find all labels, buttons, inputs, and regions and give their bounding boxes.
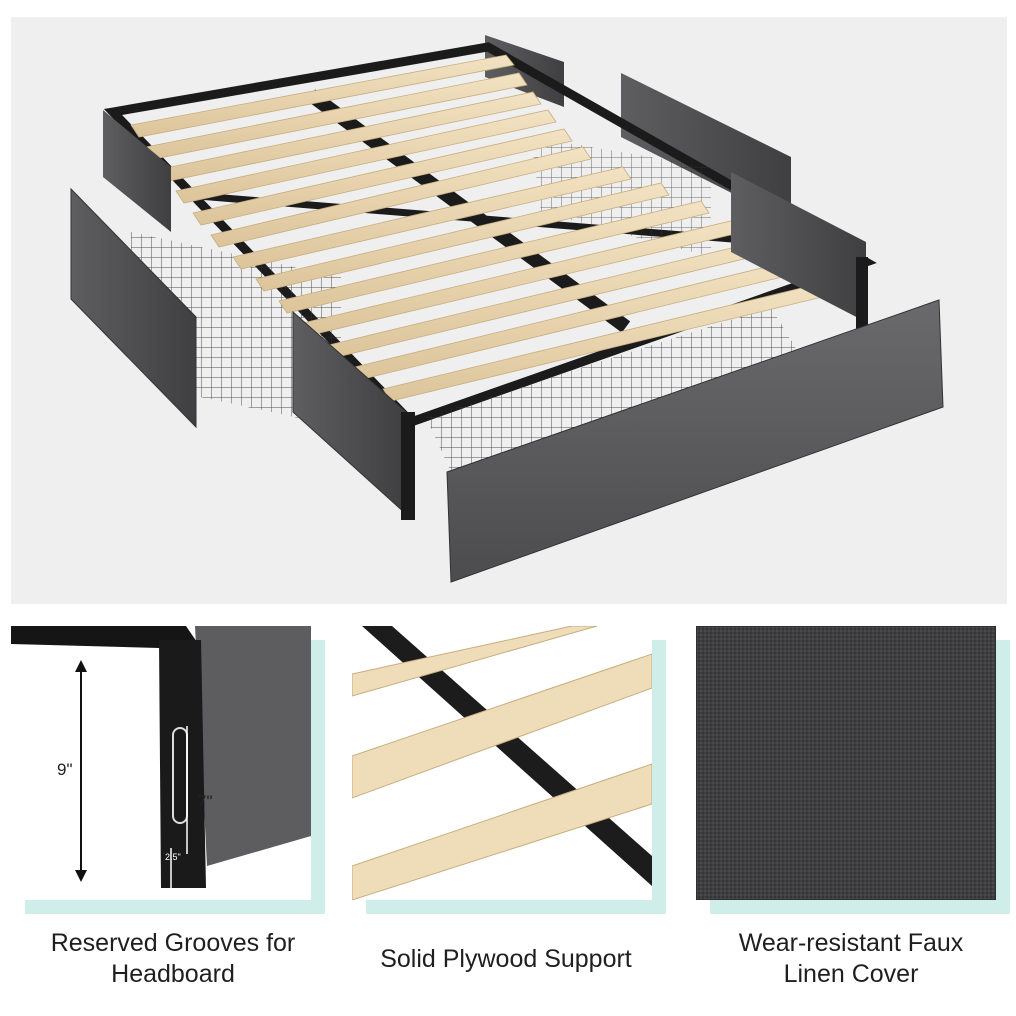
caption-plywood-line1: Solid Plywood Support: [380, 945, 632, 973]
caption-linen-line2: Linen Cover: [783, 960, 919, 988]
feature-panel-grooves: 9" 7" 2.5": [11, 626, 325, 914]
feature-panel-plywood: [352, 626, 666, 914]
groove-dimension-label: 7": [197, 792, 213, 811]
caption-linen-line1: Wear-resistant Faux: [738, 929, 964, 957]
slat-detail-image: [352, 626, 652, 900]
bed-frame-product-image: [11, 17, 1007, 604]
height-dimension-label: 9": [57, 760, 73, 779]
caption-plywood: Solid Plywood Support: [341, 944, 671, 975]
feature-panel-linen: [696, 626, 1010, 914]
linen-swatch-image: [696, 626, 996, 900]
caption-linen: Wear-resistant Faux Linen Cover: [686, 928, 1016, 990]
groove-detail-image: [11, 626, 311, 900]
caption-grooves: Reserved Grooves for Headboard: [8, 928, 338, 990]
caption-grooves-line2: Headboard: [111, 960, 235, 988]
offset-dimension-label: 2.5": [165, 852, 181, 862]
caption-grooves-line1: Reserved Grooves for: [50, 929, 296, 957]
bed-frame-illustration: [70, 35, 944, 583]
